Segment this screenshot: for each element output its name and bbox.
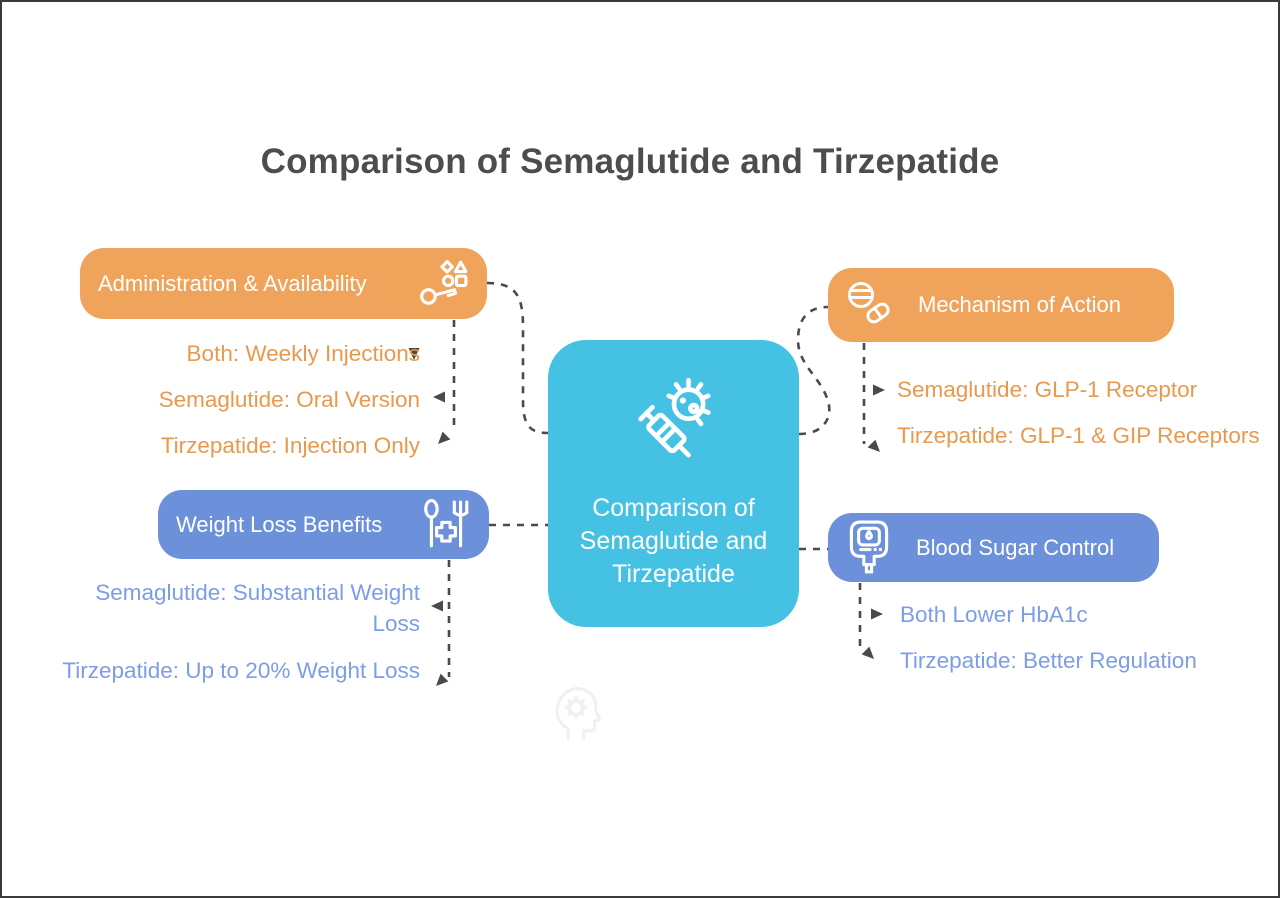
branch-label-mechanism: Mechanism of Action	[918, 292, 1121, 317]
glucose-meter-icon	[849, 520, 889, 573]
branch-label-weight-loss: Weight Loss Benefits	[176, 511, 383, 537]
leaf-group-mechanism: Semaglutide: GLP-1 Receptor Tirzepatide:…	[897, 374, 1262, 466]
leaf-item: Tirzepatide: Up to 20% Weight Loss	[62, 658, 420, 683]
leaf-item: Tirzepatide: GLP-1 & GIP Receptors	[897, 423, 1260, 448]
spoon-fork-cross-icon	[424, 498, 469, 547]
central-node: Comparison of Semaglutide and Tirzepatid…	[548, 340, 799, 627]
leaf-group-weight-loss: Semaglutide: Substantial Weight Loss Tir…	[60, 577, 420, 702]
branch-label-blood-sugar: Blood Sugar Control	[916, 534, 1115, 560]
branch-label-administration: Administration & Availability	[98, 270, 367, 296]
pills-icon	[848, 282, 890, 324]
branch-node-weight-loss: Weight Loss Benefits	[158, 490, 489, 559]
key-shapes-icon	[420, 259, 468, 305]
leaf-item: Semaglutide: Oral Version	[158, 387, 420, 412]
leaf-item: Both Lower HbA1c	[900, 602, 1088, 627]
edge-center-to-mech	[796, 305, 831, 436]
edge-admin-to-center	[486, 281, 549, 435]
central-node-label: Comparison of Semaglutide and Tirzepatid…	[579, 494, 768, 588]
leaf-item: Semaglutide: GLP-1 Receptor	[897, 377, 1198, 402]
leaf-group-blood-sugar: Both Lower HbA1c Tirzepatide: Better Reg…	[900, 599, 1270, 691]
branch-node-administration: Administration & Availability	[80, 248, 487, 319]
syringe-virus-icon	[637, 378, 711, 458]
leaf-item: Semaglutide: Substantial Weight Loss	[95, 580, 420, 636]
leaf-group-administration: Both: Weekly Injections Semaglutide: Ora…	[100, 338, 420, 476]
diagram-title: Comparison of Semaglutide and Tirzepatid…	[260, 142, 1000, 181]
branch-node-blood-sugar: Blood Sugar Control	[828, 513, 1159, 582]
leaf-item: Tirzepatide: Injection Only	[160, 433, 420, 458]
brain-head-logo	[555, 687, 601, 741]
leaf-item: Tirzepatide: Better Regulation	[900, 648, 1197, 673]
branch-node-mechanism: Mechanism of Action	[828, 268, 1174, 342]
leaf-item: Both: Weekly Injections	[186, 341, 420, 366]
